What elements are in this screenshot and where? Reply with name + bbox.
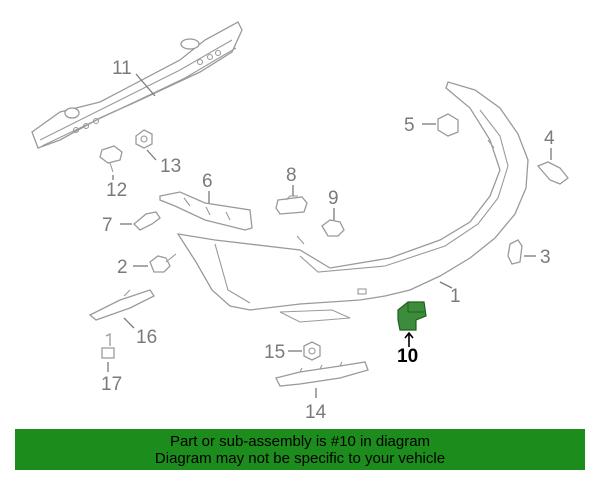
callout-2[interactable]: 2 — [117, 257, 128, 278]
callout-11[interactable]: 11 — [112, 58, 132, 79]
callout-5[interactable]: 5 — [404, 115, 415, 136]
leader-11 — [135, 73, 156, 97]
part-1-bumper-cover[interactable] — [176, 81, 529, 323]
callout-6[interactable]: 6 — [202, 171, 213, 192]
part-10-bracket[interactable] — [397, 301, 427, 331]
callout-9[interactable]: 9 — [328, 188, 339, 209]
part-12-bolt[interactable] — [99, 145, 123, 173]
part-11-reinforcement-beam[interactable] — [31, 21, 243, 149]
leader-16 — [123, 317, 135, 329]
part-7-push-pin[interactable] — [133, 211, 161, 231]
callout-13[interactable]: 13 — [160, 156, 181, 177]
part-5-grommet[interactable] — [437, 113, 459, 137]
callout-7[interactable]: 7 — [102, 215, 113, 236]
part-9-screw[interactable] — [321, 219, 345, 237]
callout-8[interactable]: 8 — [286, 165, 297, 186]
banner-line-1: Part or sub-assembly is #10 in diagram — [169, 433, 431, 450]
part-3-bolt[interactable] — [507, 239, 523, 265]
callout-15[interactable]: 15 — [264, 342, 285, 363]
part-17-bolt[interactable] — [101, 332, 115, 359]
parts-diagram: 11 12 13 6 8 9 7 2 — [31, 21, 569, 423]
banner-line-2: Diagram may not be specific to your vehi… — [154, 450, 446, 467]
callout-1[interactable]: 1 — [450, 286, 461, 307]
callout-16[interactable]: 16 — [136, 327, 157, 348]
leader-1 — [439, 281, 453, 289]
part-8-clip[interactable] — [275, 195, 308, 215]
part-16-trim-strip[interactable] — [88, 289, 155, 321]
callout-12[interactable]: 12 — [106, 180, 127, 201]
part-2-bolt[interactable] — [149, 253, 177, 273]
part-15-nut[interactable] — [303, 341, 321, 361]
info-banner: Part or sub-assembly is #10 in diagram D… — [15, 429, 585, 470]
leader-13 — [146, 149, 157, 161]
part-4-screw[interactable] — [536, 161, 569, 185]
leader-10 — [404, 331, 414, 347]
part-14-reflector-strip[interactable] — [275, 361, 369, 387]
part-6-bracket[interactable] — [159, 191, 253, 231]
callout-4[interactable]: 4 — [544, 128, 555, 149]
callout-17[interactable]: 17 — [101, 374, 122, 395]
callout-10[interactable]: 10 — [397, 346, 418, 367]
part-13-nut[interactable] — [135, 129, 153, 149]
callout-14[interactable]: 14 — [305, 402, 327, 423]
callout-3[interactable]: 3 — [540, 247, 551, 268]
